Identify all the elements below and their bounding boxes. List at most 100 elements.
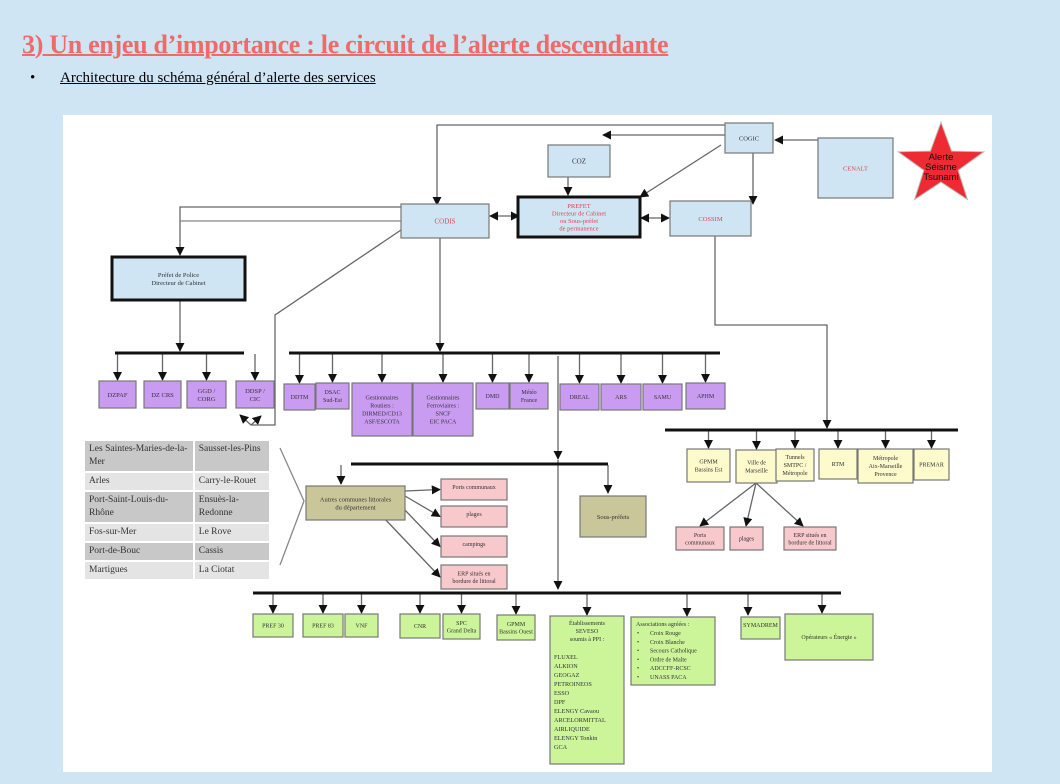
communes-target-arrow <box>404 495 441 518</box>
bottom-service-box[interactable]: PREF 83 <box>302 613 344 638</box>
cogic-to-codis-line <box>432 124 725 206</box>
communes-table-cell: Sausset-les-Pins <box>193 441 272 472</box>
bullet-icon: • <box>637 675 639 681</box>
police-service-box[interactable]: GGD /CORG <box>186 380 227 409</box>
police-service-box-label: GGD / <box>198 388 216 395</box>
marseille-target-box[interactable]: plages <box>729 526 764 551</box>
state-service-box-label: DREAL <box>570 395 590 401</box>
sous-prefets-box[interactable]: Sous-préfets <box>579 495 647 538</box>
prefet-police-box-label: Directeur de Cabinet <box>151 280 205 287</box>
symadrem-box[interactable]: SYMADREM <box>740 616 781 640</box>
communes-target-box-label: bordure de littoral <box>452 579 496 585</box>
state-service-box[interactable]: APHM <box>685 382 726 410</box>
communes-target-box[interactable]: plages <box>440 505 508 528</box>
state-service-box[interactable]: ARS <box>600 383 642 411</box>
subtitle: Architecture du schéma général d’alerte … <box>60 70 376 86</box>
codis-box[interactable]: CODIS <box>400 203 490 239</box>
autres-communes-box-label: Autres communes littorales <box>320 496 392 503</box>
operateurs-energie-box-label: Opérateurs « Énergie » <box>801 633 856 641</box>
state-service-box-label: ARS <box>615 395 627 401</box>
cossim-to-local-line <box>714 235 832 429</box>
associations-box[interactable]: Associations agréées :•Croix Rouge•Croix… <box>630 616 716 686</box>
state-service-box[interactable]: SAMU <box>642 383 683 411</box>
cenalt-box[interactable]: CENALT <box>817 137 894 199</box>
police-service-box[interactable]: DZPAF <box>98 380 137 409</box>
coz-box[interactable]: COZ <box>547 144 611 178</box>
cossim-service-box-label: Métropole <box>783 471 808 477</box>
state-service-box-label: DDTM <box>291 395 309 401</box>
seveso-item: ALKION <box>554 663 578 670</box>
state-service-box-label: DSAC <box>324 390 340 396</box>
cossim-service-box-label: Métropole <box>873 456 898 462</box>
prefet-box-label: PREFET <box>567 203 591 210</box>
associations-item: UNASS PACA <box>650 675 687 681</box>
seveso-item: DPF <box>554 699 566 706</box>
state-service-box[interactable]: DMD <box>475 382 510 410</box>
state-service-box-label: France <box>521 398 538 404</box>
bottom-service-box-label: VNF <box>355 624 368 630</box>
marseille-target-box-label: Ports <box>694 533 707 539</box>
seveso-header: SEVESO <box>576 629 599 635</box>
communes-table-cell: Cassis <box>193 542 272 561</box>
cossim-service-box[interactable]: PREMAR <box>913 448 950 481</box>
marseille-target-box-label: communaux <box>685 540 715 546</box>
bottom-service-box[interactable]: CNR <box>399 613 441 639</box>
state-service-box[interactable]: DREAL <box>559 383 600 411</box>
state-service-box-label: SNCF <box>435 412 451 418</box>
communes-table-cell: Arles <box>85 472 195 491</box>
police-service-box[interactable]: DDSP /CIC <box>235 380 275 409</box>
symadrem-box-label: SYMADREM <box>743 623 778 629</box>
bottom-service-box[interactable]: PREF 30 <box>252 613 294 638</box>
state-service-box-label: DIRMED/CD13 <box>362 412 402 418</box>
seveso-item: GCA <box>554 744 568 751</box>
alert-star-label: Séisme <box>925 162 957 173</box>
marseille-target-box-label: ERP situés en <box>793 533 826 539</box>
cogic-box[interactable]: COGIC <box>724 122 774 154</box>
state-service-box-label: ASF/ESCOTA <box>364 420 400 426</box>
police-service-box-label: DDSP / <box>245 388 265 395</box>
police-service-box-label: DZPAF <box>108 392 128 399</box>
cogic-box-label: COGIC <box>739 135 759 142</box>
operateurs-energie-box[interactable]: Opérateurs « Énergie » <box>784 613 874 661</box>
communes-target-box[interactable]: campings <box>440 535 508 558</box>
bullet-icon: • <box>637 640 639 646</box>
associations-item: ADCCFF-RCSC <box>650 666 691 672</box>
communes-table-cell: Fos-sur-Mer <box>85 523 195 542</box>
cossim-service-box[interactable]: RTM <box>818 448 858 480</box>
communes-target-box-label: Ports communaux <box>452 485 496 491</box>
codis-box-label: CODIS <box>434 217 455 225</box>
page-title: 3) Un enjeu d’importance : le circuit de… <box>22 30 669 59</box>
prefet-box-label: Directeur de Cabinet <box>552 211 606 218</box>
communes-target-box[interactable]: Ports communaux <box>440 478 508 501</box>
police-service-box-label: CORG <box>197 396 215 403</box>
police-service-box[interactable]: DZ CRS <box>143 380 182 409</box>
bottom-service-box-label: PREF 83 <box>312 624 334 630</box>
seveso-item: AIRLIQUIDE <box>554 726 590 733</box>
bottom-service-box[interactable]: VNF <box>344 613 379 638</box>
cossim-box[interactable]: COSSIM <box>669 200 752 237</box>
prefet-to-prefet-police-line <box>175 206 401 256</box>
state-service-box[interactable]: DDTM <box>283 383 316 411</box>
communes-target-arrow <box>382 516 441 578</box>
